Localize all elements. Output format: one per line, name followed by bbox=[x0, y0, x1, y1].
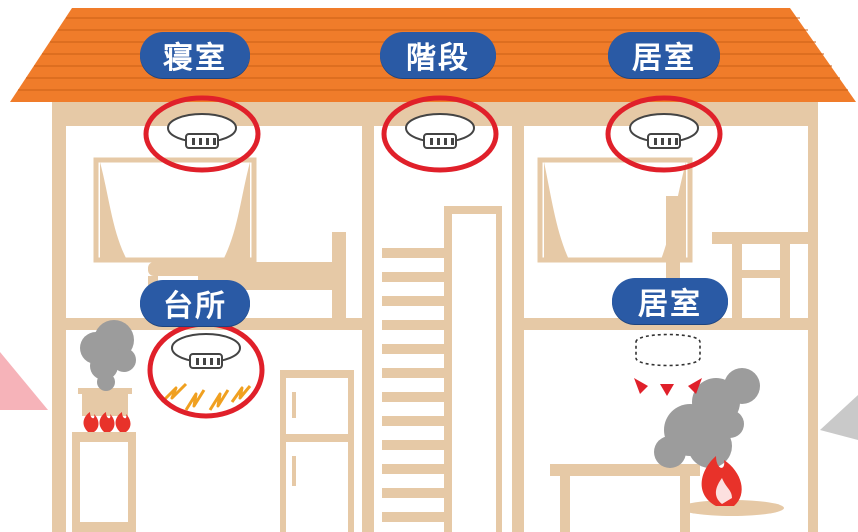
alarm-sound-icon bbox=[160, 382, 252, 411]
refrigerator bbox=[280, 370, 354, 532]
missing-detector-outline-icon bbox=[635, 333, 701, 367]
fire-shadow bbox=[680, 500, 784, 516]
kitchen-detector-icon bbox=[171, 333, 241, 369]
low-table bbox=[550, 464, 700, 532]
warning-triangles bbox=[634, 378, 702, 396]
label-living-lower: 居室 bbox=[612, 278, 728, 324]
living-smoke-icon bbox=[654, 368, 760, 468]
living-detector-icon bbox=[629, 113, 699, 149]
label-stairs: 階段 bbox=[380, 32, 496, 78]
label-bedroom: 寝室 bbox=[140, 32, 250, 78]
label-kitchen: 台所 bbox=[140, 280, 250, 326]
bedroom-window bbox=[93, 157, 257, 263]
kitchen-stove bbox=[72, 432, 136, 532]
right-pointer-arrow bbox=[820, 395, 858, 440]
label-living-upper: 居室 bbox=[608, 32, 720, 78]
staircase bbox=[382, 206, 502, 532]
kitchen-smoke-icon bbox=[80, 320, 136, 391]
pot bbox=[78, 388, 132, 416]
bedroom-detector-icon bbox=[167, 113, 237, 149]
bed bbox=[148, 232, 346, 318]
left-pointer-arrow bbox=[0, 352, 48, 410]
stove-fire-icon bbox=[83, 412, 131, 432]
stairs-detector-icon bbox=[405, 113, 475, 149]
